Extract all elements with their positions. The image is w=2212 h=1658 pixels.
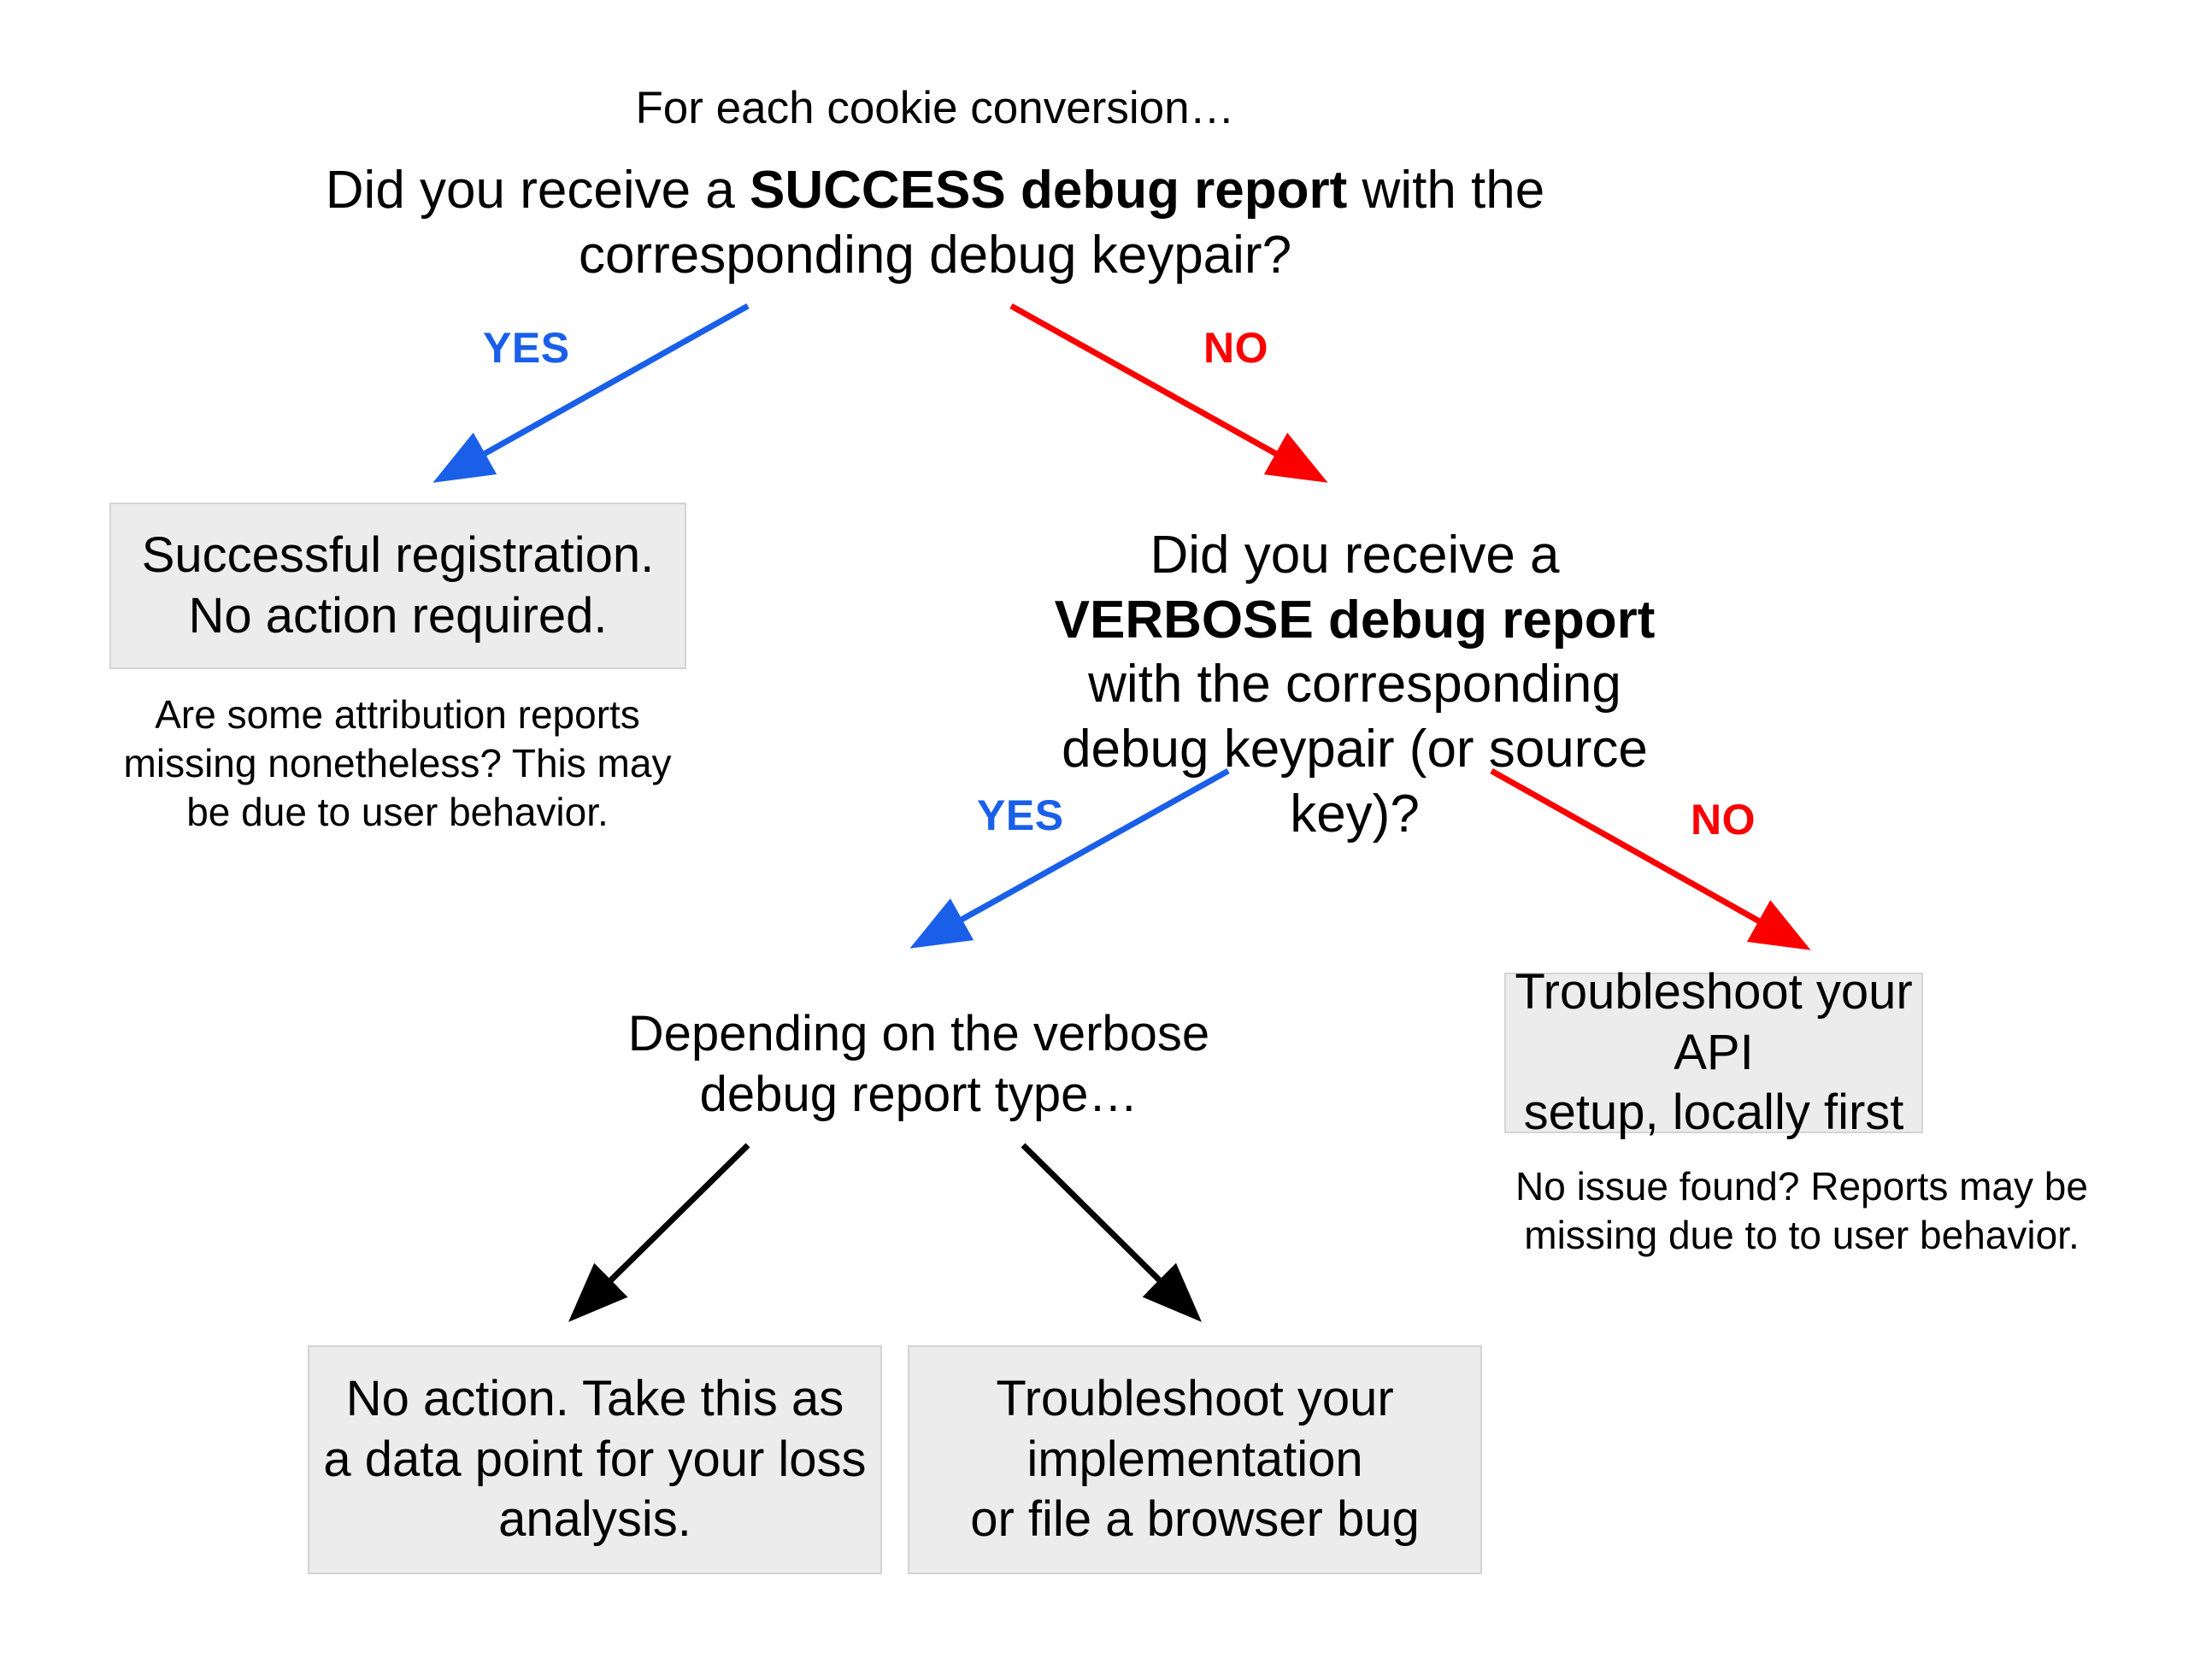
node-troubleshoot-implementation-label: Troubleshoot your implementation or file… xyxy=(970,1370,1420,1548)
note-attribution-reports-missing: Are some attribution reports missing non… xyxy=(123,692,672,835)
node-troubleshoot-api-setup[interactable]: Troubleshoot your API setup, locally fir… xyxy=(1504,964,1923,1140)
root-question: Did you receive a SUCCESS debug report w… xyxy=(294,158,1576,287)
root-question-emphasis: SUCCESS debug report xyxy=(750,161,1348,220)
edge-type-left xyxy=(568,1143,750,1322)
branch-label-root-yes: YES xyxy=(483,324,570,372)
node-no-action-loss-analysis-label: No action. Take this as a data point for… xyxy=(323,1370,867,1548)
edge-root-no xyxy=(1009,303,1328,483)
branch-label-verbose-no: NO xyxy=(1691,796,1756,844)
verbose-question-text-1: Did you receive a xyxy=(1150,526,1560,585)
root-question-text-2: with the corresponding debug keypair? xyxy=(578,161,1545,285)
node-successful-registration[interactable]: Successful registration. No action requi… xyxy=(109,503,686,669)
note-no-issue-found: No issue found? Reports may be missing d… xyxy=(1515,1164,2088,1258)
edge-type-right xyxy=(1021,1143,1202,1322)
branch-label-root-no: NO xyxy=(1203,324,1268,372)
root-question-text-1: Did you receive a xyxy=(325,161,750,220)
node-troubleshoot-implementation[interactable]: Troubleshoot your implementation or file… xyxy=(908,1345,1482,1574)
branch-label-verbose-yes: YES xyxy=(977,791,1064,839)
verbose-question-text-2: with the corresponding debug keypair (or… xyxy=(1062,655,1648,844)
node-successful-registration-label: Successful registration. No action requi… xyxy=(141,526,655,644)
node-verbose-question: Did you receive a VERBOSE debug report w… xyxy=(1021,523,1688,846)
node-depending-on-type: Depending on the verbose debug report ty… xyxy=(627,1006,1210,1122)
verbose-question-emphasis: VERBOSE debug report xyxy=(1054,590,1656,650)
root-heading: For each cookie conversion… xyxy=(635,83,1235,133)
node-troubleshoot-api-setup-label: Troubleshoot your API setup, locally fir… xyxy=(1515,963,1913,1141)
node-no-action-loss-analysis[interactable]: No action. Take this as a data point for… xyxy=(308,1345,882,1574)
